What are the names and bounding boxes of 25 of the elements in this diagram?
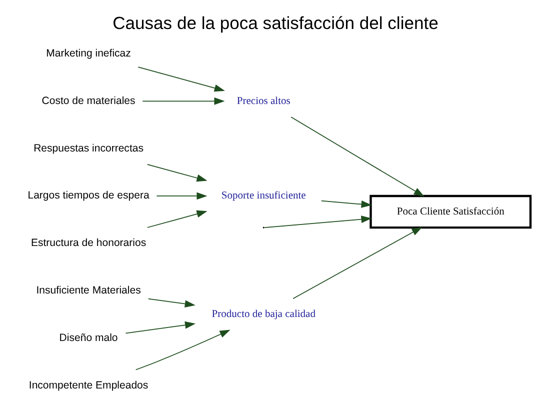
arrow [124,321,196,334]
node-text: Precios altos [236,96,290,107]
diagram-title: Causas de la poca satisfacción del cliente [112,13,438,34]
node-text: Estructura de honorarios [30,237,146,250]
arrow [146,164,207,182]
node-text: Diseño malo [58,332,118,344]
arrow [134,330,230,370]
arrow [137,66,224,92]
arrow [142,97,224,105]
node-text: Largos tiempos de espera [27,190,149,202]
arrow [320,200,372,208]
arrow [292,226,422,300]
node-text: Producto de baja calidad [211,309,315,320]
node-text: Soporte insuficiente [220,190,306,202]
node-box: Poca Cliente Satisfacción [369,194,532,229]
node-text: Incompetente Empleados [28,379,148,392]
arrow [147,298,195,308]
arrow [156,192,207,200]
node-text: Costo de materiales [41,94,135,107]
arrow [264,216,372,228]
node-text: Respuestas incorrectas [33,142,143,154]
arrow [290,116,424,197]
node-text: Insuficiente Materiales [36,284,140,296]
node-text: Marketing ineficaz [46,47,130,60]
arrow [146,210,207,228]
